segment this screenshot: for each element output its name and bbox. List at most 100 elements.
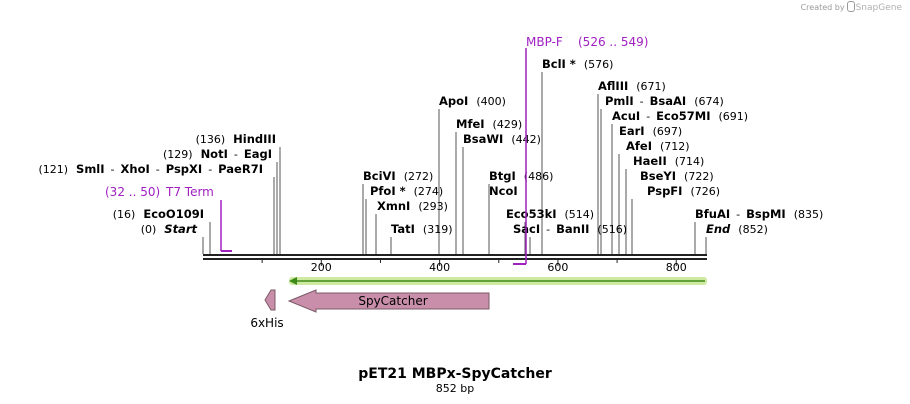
site-bseyi[interactable]: BseYI (722) <box>640 169 714 183</box>
site-hindiii[interactable]: (136) HindIII <box>196 132 276 146</box>
site-tati[interactable]: TatI (319) <box>391 222 453 236</box>
cut-position: (691) <box>718 110 748 123</box>
enzyme-name: ApoI <box>439 94 468 108</box>
enzyme-name: EcoO109I <box>143 207 204 221</box>
site-labels: BclI *(576) ApoI (400) MfeI (429)BsaWI(442) A… <box>38 57 823 236</box>
enzyme-name: BspMI <box>746 207 786 221</box>
site-bcli[interactable]: BclI *(576) <box>542 57 613 71</box>
cut-position: (726) <box>690 185 720 198</box>
enzyme-name: XhoI <box>121 162 150 176</box>
enzyme-name: SmlI <box>76 162 105 176</box>
site-start[interactable]: (0)Start <box>141 222 198 236</box>
promoter-t7-term[interactable]: (32 .. 50) T7 Term <box>105 185 232 252</box>
site-pfoi[interactable]: PfoI * (274) <box>370 184 443 198</box>
site-ncoi[interactable]: NcoI <box>489 184 518 198</box>
enzyme-name: Start <box>164 222 197 236</box>
tick-label: 600 <box>547 261 568 274</box>
enzyme-name: TatI <box>391 222 415 236</box>
cut-position: (516) <box>597 223 627 236</box>
enzyme-name: AflIII <box>598 79 628 93</box>
cut-position: (674) <box>694 95 724 108</box>
site-pmli-bsaai[interactable]: PmlI-BsaAI(674) <box>605 94 724 108</box>
enzyme-name: BsaWI <box>463 132 503 146</box>
enzyme-separator: - <box>156 163 160 176</box>
cut-position: (576) <box>584 58 614 71</box>
feature-spycatcher-arrow[interactable] <box>287 289 490 313</box>
site-smli-xhoi-pspxi-paer7i[interactable]: (121)SmlI-XhoI-PspXI-PaeR7I <box>38 162 263 176</box>
cut-position: (121) <box>38 163 68 176</box>
primer-range: (526 .. 549) <box>578 35 648 49</box>
cut-position: (697) <box>653 125 683 138</box>
cut-position: (319) <box>423 223 453 236</box>
enzyme-name: XmnI <box>377 199 410 213</box>
site-apoi[interactable]: ApoI (400) <box>439 94 506 108</box>
site-afliii[interactable]: AflIII (671) <box>598 79 666 93</box>
site-afei[interactable]: AfeI (712) <box>626 139 690 153</box>
site-mfei[interactable]: MfeI (429) <box>456 117 522 131</box>
site-bsawi[interactable]: BsaWI(442) <box>463 132 541 146</box>
tick-label: 200 <box>311 261 332 274</box>
primer-mbp-f[interactable]: MBP-F (526 .. 549) <box>513 35 648 265</box>
enzyme-name: HindIII <box>233 132 276 146</box>
enzyme-name: Eco53kI <box>506 207 557 221</box>
site-eari[interactable]: EarI(697) <box>619 124 682 138</box>
enzyme-name: Eco57MI <box>656 109 710 123</box>
backbone <box>203 254 707 260</box>
created-by-label: Created by <box>800 3 845 12</box>
enzyme-name: BfuAI <box>695 207 730 221</box>
site-haeii[interactable]: HaeII(714) <box>633 154 704 168</box>
enzyme-separator: - <box>111 163 115 176</box>
site-end[interactable]: End (852) <box>706 222 768 236</box>
cut-position: (852) <box>738 223 768 236</box>
enzyme-name: PfoI * <box>370 184 406 198</box>
site-btgi[interactable]: BtgI (486) <box>489 169 553 183</box>
enzyme-name: PspXI <box>166 162 202 176</box>
enzyme-separator: - <box>646 110 650 123</box>
cut-position: (400) <box>476 95 506 108</box>
enzyme-name: NotI <box>201 147 228 161</box>
primer-name: MBP-F <box>526 35 563 49</box>
feature-6xhis-label: 6xHis <box>250 316 283 330</box>
feature-6xhis-arrow[interactable] <box>264 289 276 311</box>
site-saci-banii[interactable]: SacI-BanII(516) <box>513 222 627 236</box>
cut-position: (486) <box>524 170 554 183</box>
cut-position: (429) <box>493 118 523 131</box>
green-feature-arrowhead <box>289 277 297 285</box>
site-acui-eco57mi[interactable]: AcuI-Eco57MI (691) <box>612 109 748 123</box>
snapgene-logo-icon <box>846 1 855 12</box>
enzyme-name: BciVI <box>363 169 396 183</box>
enzyme-name: AcuI <box>612 109 640 123</box>
promoter-name: T7 Term <box>165 185 214 199</box>
site-bcivi[interactable]: BciVI(272) <box>363 169 433 183</box>
cut-position: (714) <box>675 155 705 168</box>
site-eco53ki[interactable]: Eco53kI (514) <box>506 207 594 221</box>
cut-position: (293) <box>418 200 448 213</box>
site-noti-eagi[interactable]: (129)NotI-EagI <box>163 147 272 161</box>
enzyme-separator: - <box>234 148 238 161</box>
cut-position: (712) <box>660 140 690 153</box>
enzyme-name: PspFI <box>647 184 682 198</box>
cut-position: (835) <box>794 208 824 221</box>
enzyme-name: BseYI <box>640 169 676 183</box>
enzyme-name: MfeI <box>456 117 485 131</box>
feature-spycatcher-label: SpyCatcher <box>358 294 427 308</box>
enzyme-name: BanII <box>556 222 589 236</box>
enzyme-name: AfeI <box>626 139 652 153</box>
reverse-strand-feature[interactable] <box>289 277 707 285</box>
cut-position: (16) <box>113 208 136 221</box>
tick-label: 400 <box>429 261 450 274</box>
cut-position: (274) <box>414 185 444 198</box>
cut-position: (136) <box>196 133 226 146</box>
site-pspfi[interactable]: PspFI (726) <box>647 184 720 198</box>
site-xmni[interactable]: XmnI (293) <box>377 199 448 213</box>
enzyme-name: BtgI <box>489 169 516 183</box>
cut-position: (722) <box>684 170 714 183</box>
site-leaders <box>202 72 707 254</box>
enzyme-name: End <box>706 222 731 236</box>
site-ecoo109i[interactable]: (16) EcoO109I <box>113 207 204 221</box>
site-bfuai-bspmi[interactable]: BfuAI-BspMI(835) <box>695 207 823 221</box>
cut-position: (514) <box>565 208 595 221</box>
cut-position: (671) <box>636 80 666 93</box>
